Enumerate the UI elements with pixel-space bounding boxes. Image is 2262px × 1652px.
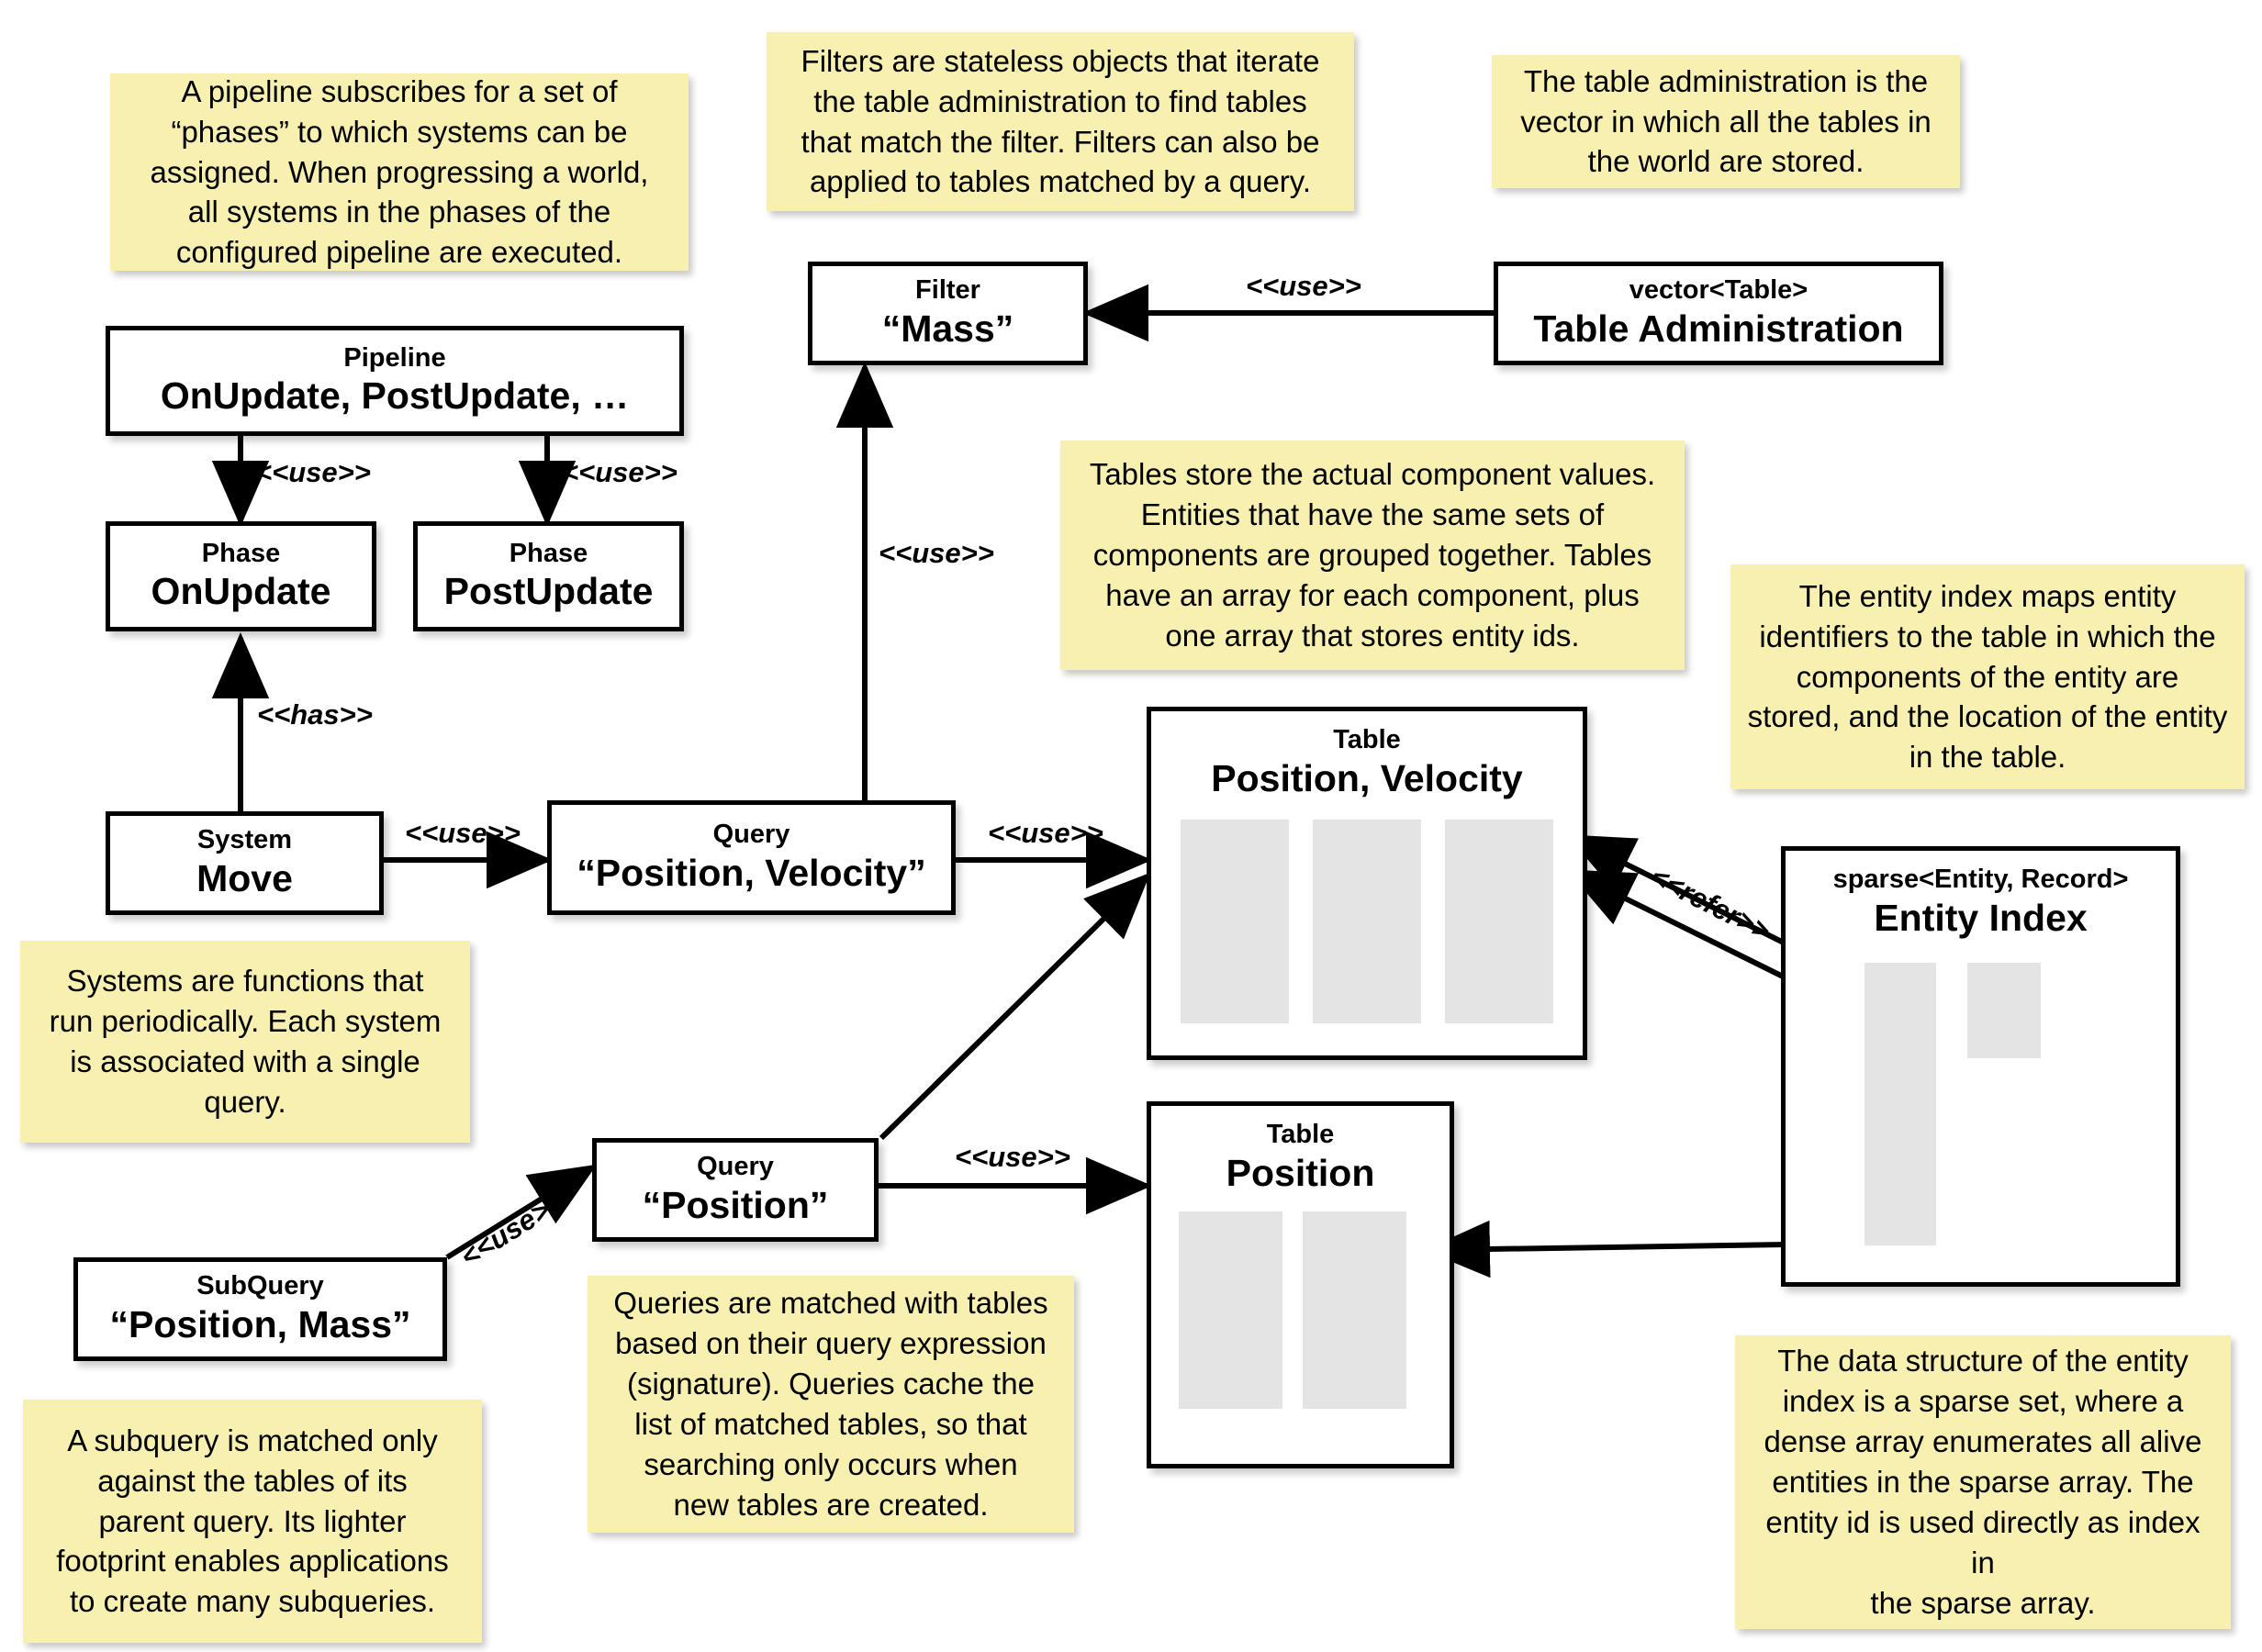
box-table-administration[interactable]: vector<Table> Table Administration [1494, 262, 1943, 365]
note-table-administration: The table administration is the vector i… [1492, 55, 1960, 188]
box-entity-index[interactable]: sparse<Entity, Record> Entity Index [1781, 846, 2180, 1287]
box-phase-postupdate-name: PostUpdate [443, 570, 654, 613]
box-entity-index-stereotype: sparse<Entity, Record> [1832, 865, 2129, 894]
edge-queryposition-to-table-pv [879, 872, 1151, 1141]
box-table-administration-name: Table Administration [1533, 307, 1904, 350]
edge-label-subquery-query: <<use>> [454, 1185, 570, 1274]
note-queries: Queries are matched with tables based on… [588, 1276, 1074, 1533]
box-query-position-velocity[interactable]: Query “Position, Velocity” [547, 800, 956, 915]
box-table-position-velocity-name: Position, Velocity [1211, 756, 1523, 799]
edge-label-system-phase: <<has>> [257, 698, 373, 731]
box-subquery[interactable]: SubQuery “Position, Mass” [73, 1257, 447, 1361]
note-sparse-set: The data structure of the entity index i… [1735, 1335, 2231, 1629]
edge-label-queryposition-tableposition: <<use>> [955, 1141, 1070, 1173]
box-subquery-name: “Position, Mass” [109, 1302, 411, 1345]
edge-label-pipeline-postupdate: <<use>> [562, 456, 677, 488]
box-phase-onupdate-stereotype: Phase [201, 538, 281, 568]
edge-label-system-query: <<use>> [405, 817, 521, 849]
box-table-position-velocity-stereotype: Table [1333, 725, 1401, 754]
table-position-column-2 [1303, 1211, 1406, 1409]
table-column-1 [1181, 820, 1289, 1023]
edge-label-entityindex-refer: <<refer>> [1645, 859, 1776, 948]
box-query-position-velocity-name: “Position, Velocity” [577, 851, 926, 894]
box-query-position-name: “Position” [642, 1183, 829, 1226]
note-systems: Systems are functions that run periodica… [20, 941, 470, 1143]
box-query-position[interactable]: Query “Position” [592, 1138, 879, 1242]
entity-index-dense-array [1967, 963, 2041, 1058]
note-entity-index: The entity index maps entity identifiers… [1730, 564, 2245, 789]
box-system-move[interactable]: System Move [106, 811, 384, 915]
box-query-position-stereotype: Query [697, 1152, 774, 1182]
entity-index-sparse-array [1864, 963, 1936, 1245]
box-system-move-stereotype: System [196, 825, 293, 855]
note-pipeline: A pipeline subscribes for a set of “phas… [110, 73, 689, 271]
box-entity-index-name: Entity Index [1874, 896, 2088, 939]
edge-label-pipeline-onupdate: <<use>> [255, 456, 371, 488]
box-phase-postupdate[interactable]: Phase PostUpdate [413, 521, 684, 631]
box-filter-mass-name: “Mass” [881, 307, 1014, 350]
box-query-position-velocity-stereotype: Query [712, 820, 790, 850]
box-subquery-stereotype: SubQuery [196, 1271, 324, 1301]
box-phase-postupdate-stereotype: Phase [509, 538, 588, 568]
note-tables: Tables store the actual component values… [1060, 441, 1685, 670]
table-position-column-1 [1179, 1211, 1282, 1409]
box-table-position-name: Position [1226, 1151, 1375, 1194]
box-filter-mass-stereotype: Filter [915, 275, 980, 306]
box-pipeline-name: OnUpdate, PostUpdate, … [160, 374, 630, 418]
edge-label-query-filter: <<use>> [879, 537, 994, 569]
box-pipeline-stereotype: Pipeline [343, 342, 446, 373]
edge-label-tableadmin-filter: <<use>> [1246, 270, 1361, 302]
box-system-move-name: Move [196, 856, 293, 899]
box-phase-onupdate[interactable]: Phase OnUpdate [106, 521, 376, 631]
box-phase-onupdate-name: OnUpdate [151, 570, 331, 613]
box-table-administration-stereotype: vector<Table> [1629, 275, 1808, 306]
note-subquery: A subquery is matched only against the t… [23, 1400, 482, 1643]
edge-label-query-table-pv: <<use>> [988, 817, 1103, 849]
table-column-3 [1445, 820, 1553, 1023]
box-pipeline[interactable]: Pipeline OnUpdate, PostUpdate, … [106, 326, 684, 436]
table-column-2 [1313, 820, 1421, 1023]
box-table-position-stereotype: Table [1266, 1120, 1335, 1149]
note-filter: Filters are stateless objects that itera… [767, 32, 1354, 211]
box-filter-mass[interactable]: Filter “Mass” [808, 262, 1088, 365]
box-table-position[interactable]: Table Position [1147, 1101, 1454, 1468]
box-table-position-velocity[interactable]: Table Position, Velocity [1147, 707, 1587, 1060]
